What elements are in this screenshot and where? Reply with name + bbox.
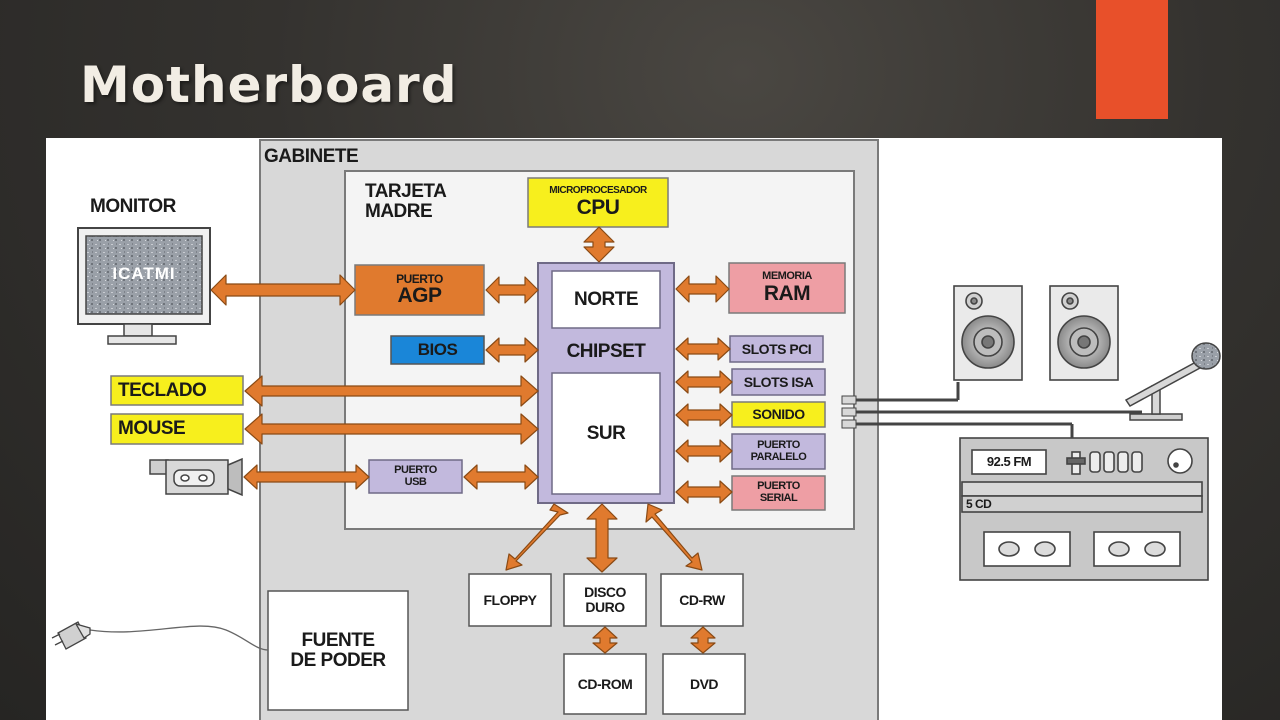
disco-duro-label-main: DURO [585, 599, 625, 615]
disco-duro-label-top: DISCO [584, 584, 626, 601]
bios-box [390, 335, 485, 365]
arrow-pci [675, 337, 731, 361]
monitor-screen-text: ICATMI [112, 264, 176, 284]
serial-label-main: SERIAL [759, 492, 798, 504]
radio-display: 92.5 FM [986, 454, 1032, 470]
slots-isa-box [731, 368, 826, 396]
arrow-monitor-agp [210, 274, 356, 306]
floppy-box [468, 573, 552, 627]
agp-label-main: AGP [397, 284, 442, 308]
motherboard-diagram: GABINETE TARJETA MADRE MONITOR ICATMI MI… [46, 138, 1222, 720]
slide-title: Motherboard [80, 56, 458, 114]
teclado-label: TECLADO [118, 379, 207, 401]
cd-rom-box [563, 653, 647, 715]
speaker-icon [953, 285, 1023, 381]
usb-label-main: USB [404, 475, 427, 488]
agp-label: PUERTO AGP [355, 267, 484, 313]
arrow-ram-norte [675, 275, 730, 303]
paralelo-label-top: PUERTO [757, 438, 800, 451]
chipset-label: CHIPSET [566, 341, 646, 363]
stereo-icon [959, 437, 1209, 581]
fuente-label-top: FUENTE [301, 629, 376, 651]
paralelo-label: PUERTO PARALELO [732, 434, 825, 469]
mouse-label: MOUSE [118, 418, 186, 440]
floppy-label: FLOPPY [483, 591, 537, 608]
arrow-isa [675, 370, 733, 394]
sur-box [551, 372, 661, 495]
arrow-disco-cdrom [592, 626, 618, 654]
arrow-serial [675, 480, 733, 504]
fuente-label-main: DE PODER [290, 649, 386, 671]
serial-label-top: PUERTO [757, 480, 800, 493]
monitor-label: MONITOR [90, 196, 176, 218]
usb-box [368, 459, 463, 494]
arrow-disco-duro [586, 503, 618, 573]
serial-box [731, 475, 826, 511]
norte-box [551, 270, 661, 329]
sur-label: SUR [586, 422, 626, 444]
ram-label-main: RAM [763, 281, 811, 305]
paralelo-box [731, 433, 826, 470]
dvd-label: DVD [689, 675, 719, 692]
cpu-box [527, 177, 669, 228]
slots-isa-label: SLOTS ISA [743, 373, 814, 390]
serial-label: PUERTO SERIAL [732, 476, 825, 510]
fuente-box [267, 590, 409, 711]
arrow-paralelo [675, 439, 733, 463]
ram-label: MEMORIA RAM [729, 265, 845, 311]
fuente-label: FUENTE DE PODER [268, 591, 408, 710]
accent-bar [1096, 0, 1168, 119]
disco-duro-label: DISCO DURO [564, 574, 646, 626]
arrow-floppy [505, 503, 569, 571]
cpu-label-main: CPU [576, 195, 620, 219]
norte-label: NORTE [574, 288, 639, 310]
cd-rw-label: CD-RW [679, 591, 725, 608]
usb-label: PUERTO USB [369, 460, 462, 493]
slots-pci-label: SLOTS PCI [741, 340, 812, 357]
arrow-cdrw-dvd [690, 626, 716, 654]
agp-label-top: PUERTO [396, 271, 443, 286]
teclado-box [110, 375, 244, 406]
plug-icon [51, 621, 91, 650]
tarjeta-madre-label: TARJETA MADRE [365, 181, 446, 222]
disco-duro-box [563, 573, 647, 627]
ram-label-top: MEMORIA [762, 270, 812, 283]
mouse-box [110, 413, 244, 445]
monitor-icon [77, 227, 211, 345]
cpu-label: MICROPROCESADOR CPU [528, 180, 668, 225]
arrow-bios-chipset [485, 337, 539, 363]
camera-icon [149, 457, 243, 497]
slots-pci-box [729, 335, 824, 363]
ram-box [728, 262, 846, 314]
arrow-camera-usb [243, 464, 370, 490]
cd-changer-label: 5 CD [966, 496, 992, 511]
cpu-label-top: MICROPROCESADOR [549, 185, 647, 197]
cd-rw-box [660, 573, 744, 627]
bios-label: BIOS [417, 340, 458, 360]
arrow-cpu-norte [583, 226, 615, 263]
arrow-usb-sur [463, 464, 539, 490]
arrow-mouse [244, 413, 539, 445]
cd-rom-label: CD-ROM [577, 675, 633, 692]
arrow-agp-norte [485, 276, 539, 304]
sonido-label: SONIDO [752, 406, 805, 423]
microphone-icon [1124, 342, 1221, 421]
arrow-cd-rw [645, 503, 703, 571]
dvd-box [662, 653, 746, 715]
arrow-teclado [244, 375, 539, 407]
usb-label-top: PUERTO [394, 463, 437, 476]
speaker-icon [1049, 285, 1119, 381]
paralelo-label-main: PARALELO [750, 450, 807, 463]
arrow-sonido [675, 403, 733, 427]
gabinete-label: GABINETE [264, 146, 359, 168]
